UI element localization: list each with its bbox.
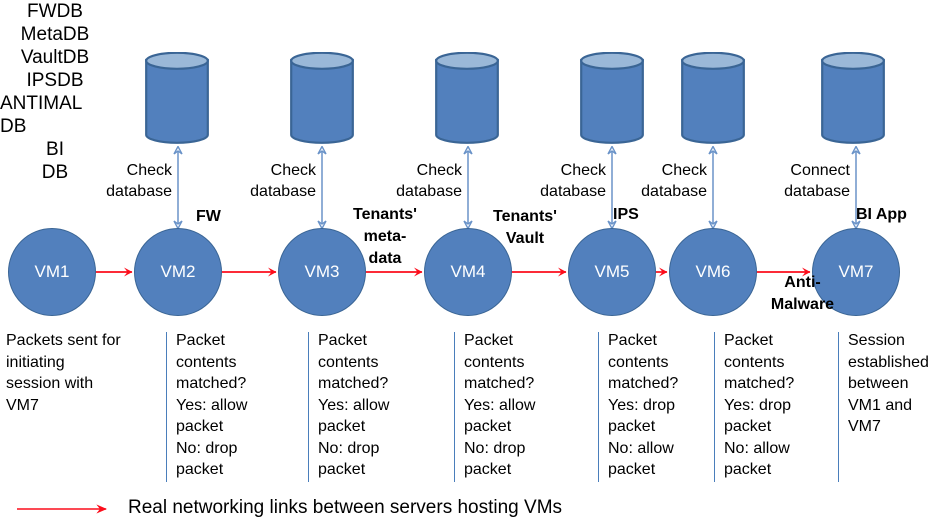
vaultdb-link (460, 146, 476, 229)
note-vm6-divider (714, 332, 715, 482)
vm-node-vm4[interactable]: VM4 (424, 228, 512, 316)
antimaldb-link (705, 146, 721, 229)
vaultdb-link-caption: Check database (396, 162, 462, 200)
note-vm3: Packet contents matched? Yes: allow pack… (318, 332, 390, 478)
database-label-2: VaultDB (20, 47, 90, 68)
note-vm7-divider (838, 332, 839, 482)
database-cylinder-2 (435, 52, 499, 144)
vm-node-vm1[interactable]: VM1 (8, 228, 96, 316)
database-label-5: BI DB (41, 139, 69, 183)
fwdb-link-caption: Check database (106, 162, 172, 200)
note-vm6: Packet contents matched? Yes: drop packe… (724, 332, 795, 478)
database-cylinder-0 (145, 52, 209, 144)
note-vm4: Packet contents matched? Yes: allow pack… (464, 332, 536, 478)
role-label-tenants-meta: Tenants' meta- data (353, 206, 417, 267)
vm-node-label: VM3 (304, 262, 340, 281)
database-label-3: IPSDB (26, 70, 84, 91)
vm-node-vm7[interactable]: VM7 (812, 228, 900, 316)
flow-arrow-vm6-vm7 (757, 264, 811, 280)
role-label-ips: IPS (613, 206, 639, 223)
bidb-link (848, 146, 864, 229)
vm-node-label: VM7 (838, 262, 874, 281)
note-vm1: Packets sent for initiating session with… (6, 332, 121, 414)
ipsdb-link (604, 146, 620, 229)
role-label-bi-app: BI App (856, 206, 907, 223)
flow-arrow-vm3-vm4 (366, 264, 423, 280)
antimaldb-link-caption: Check database (641, 162, 707, 200)
database-cylinder-4 (681, 52, 745, 144)
database-label-4: ANTIMAL DB (0, 93, 83, 137)
database-cylinder-1 (290, 52, 354, 144)
note-vm3-divider (308, 332, 309, 482)
note-vm5: Packet contents matched? Yes: drop packe… (608, 332, 679, 478)
flow-arrow-vm2-vm3 (222, 264, 277, 280)
bidb-link-caption: Connect database (784, 162, 850, 200)
vm-node-label: VM2 (160, 262, 196, 281)
role-label-tenants-vault: Tenants' Vault (493, 208, 557, 247)
role-label-anti-malware: Anti- Malware (770, 274, 835, 313)
vm-node-vm5[interactable]: VM5 (568, 228, 656, 316)
role-label-fw: FW (196, 208, 221, 225)
vm-node-vm3[interactable]: VM3 (278, 228, 366, 316)
note-vm4-divider (454, 332, 455, 482)
ipsdb-link-caption: Check database (540, 162, 606, 200)
fwdb-link (170, 146, 186, 229)
metadb-link (314, 146, 330, 229)
vm-node-vm2[interactable]: VM2 (134, 228, 222, 316)
vm-node-label: VM6 (695, 262, 731, 281)
database-cylinder-3 (580, 52, 644, 144)
legend-label: Real networking links between servers ho… (128, 497, 563, 518)
legend-red-arrow-icon (16, 500, 116, 523)
vm-node-vm6[interactable]: VM6 (669, 228, 757, 316)
flow-arrow-vm5-vm6 (656, 264, 668, 280)
database-cylinder-5 (821, 52, 885, 144)
database-label-1: MetaDB (20, 24, 90, 45)
flow-arrow-vm1-vm2 (96, 264, 133, 280)
metadb-link-caption: Check database (250, 162, 316, 200)
vm-node-label: VM5 (594, 262, 630, 281)
note-vm2-divider (166, 332, 167, 482)
vm-node-label: VM1 (34, 262, 70, 281)
database-label-0: FWDB (27, 1, 83, 22)
note-vm7: Session established between VM1 and VM7 (848, 332, 929, 435)
note-vm5-divider (598, 332, 599, 482)
note-vm2: Packet contents matched? Yes: allow pack… (176, 332, 248, 478)
vm-node-label: VM4 (450, 262, 486, 281)
flow-arrow-vm4-vm5 (512, 264, 567, 280)
